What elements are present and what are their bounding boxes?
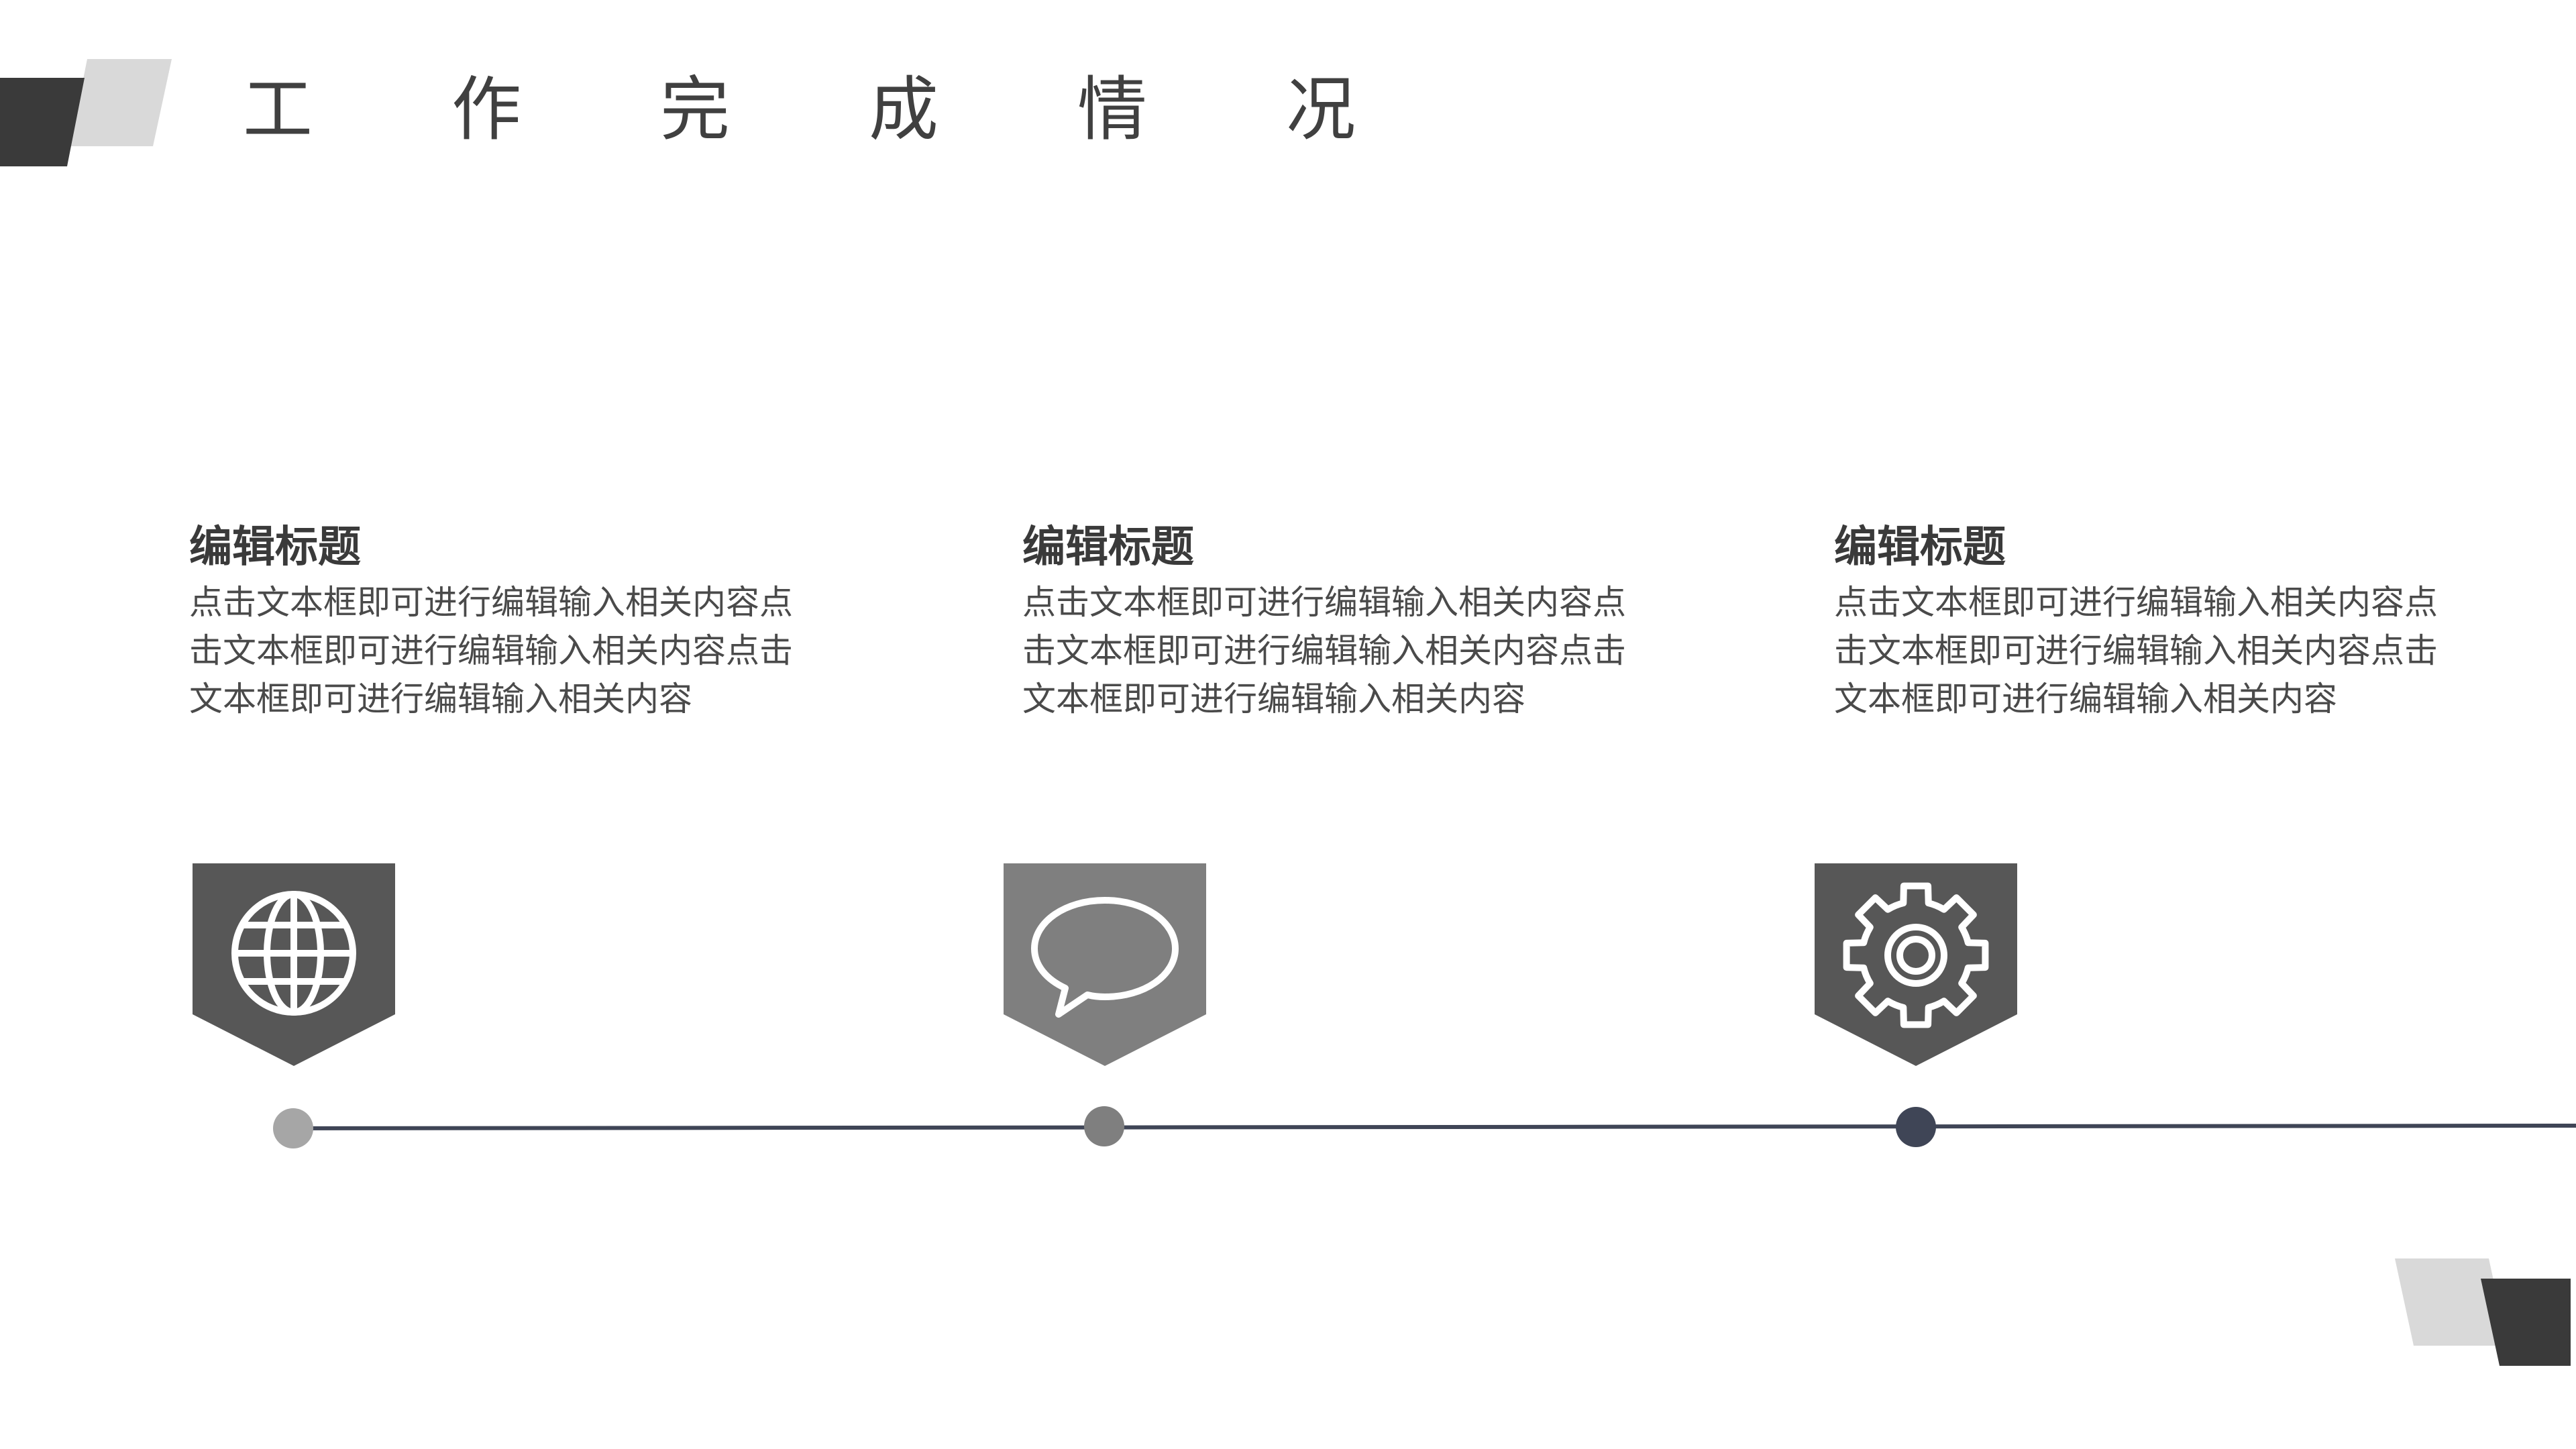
badge-globe <box>193 863 395 1066</box>
corner-decoration-top-left <box>0 59 172 166</box>
item-heading: 编辑标题 <box>1834 523 2006 572</box>
timeline <box>273 1106 2576 1148</box>
timeline-dot-1 <box>273 1108 313 1148</box>
timeline-item-3: 编辑标题 点击文本框即可进行编辑输入相关内容点击文本框即可进行编辑输入相关内容点… <box>1834 517 2465 723</box>
item-heading: 编辑标题 <box>189 523 361 572</box>
slide-title: 工 作 完 成 情 况 <box>243 66 1495 153</box>
corner-decoration-bottom-right <box>2395 1258 2571 1366</box>
item-body: 点击文本框即可进行编辑输入相关内容点击文本框即可进行编辑输入相关内容点击文本框即… <box>1834 583 2438 718</box>
badge-speech <box>1004 863 1206 1066</box>
globe-icon <box>231 891 356 1016</box>
timeline-dot-3 <box>1896 1107 1936 1147</box>
title-char: 成 <box>869 68 939 150</box>
title-char: 作 <box>451 68 522 150</box>
item-heading: 编辑标题 <box>1022 523 1194 572</box>
title-char: 完 <box>660 68 731 150</box>
timeline-item-2: 编辑标题 点击文本框即可进行编辑输入相关内容点击文本框即可进行编辑输入相关内容点… <box>1022 517 1653 723</box>
item-body: 点击文本框即可进行编辑输入相关内容点击文本框即可进行编辑输入相关内容点击文本框即… <box>189 583 793 718</box>
item-body: 点击文本框即可进行编辑输入相关内容点击文本框即可进行编辑输入相关内容点击文本框即… <box>1022 583 1626 718</box>
badge-gear <box>1815 863 2017 1066</box>
title-char: 情 <box>1077 68 1148 150</box>
gear-icon <box>1843 882 1989 1028</box>
speech-bubble-icon <box>1031 897 1179 1018</box>
timeline-dot-2 <box>1084 1106 1124 1146</box>
title-char: 工 <box>243 68 313 150</box>
timeline-item-1: 编辑标题 点击文本框即可进行编辑输入相关内容点击文本框即可进行编辑输入相关内容点… <box>189 517 820 723</box>
title-char: 况 <box>1286 68 1356 150</box>
timeline-line <box>292 1124 2576 1130</box>
